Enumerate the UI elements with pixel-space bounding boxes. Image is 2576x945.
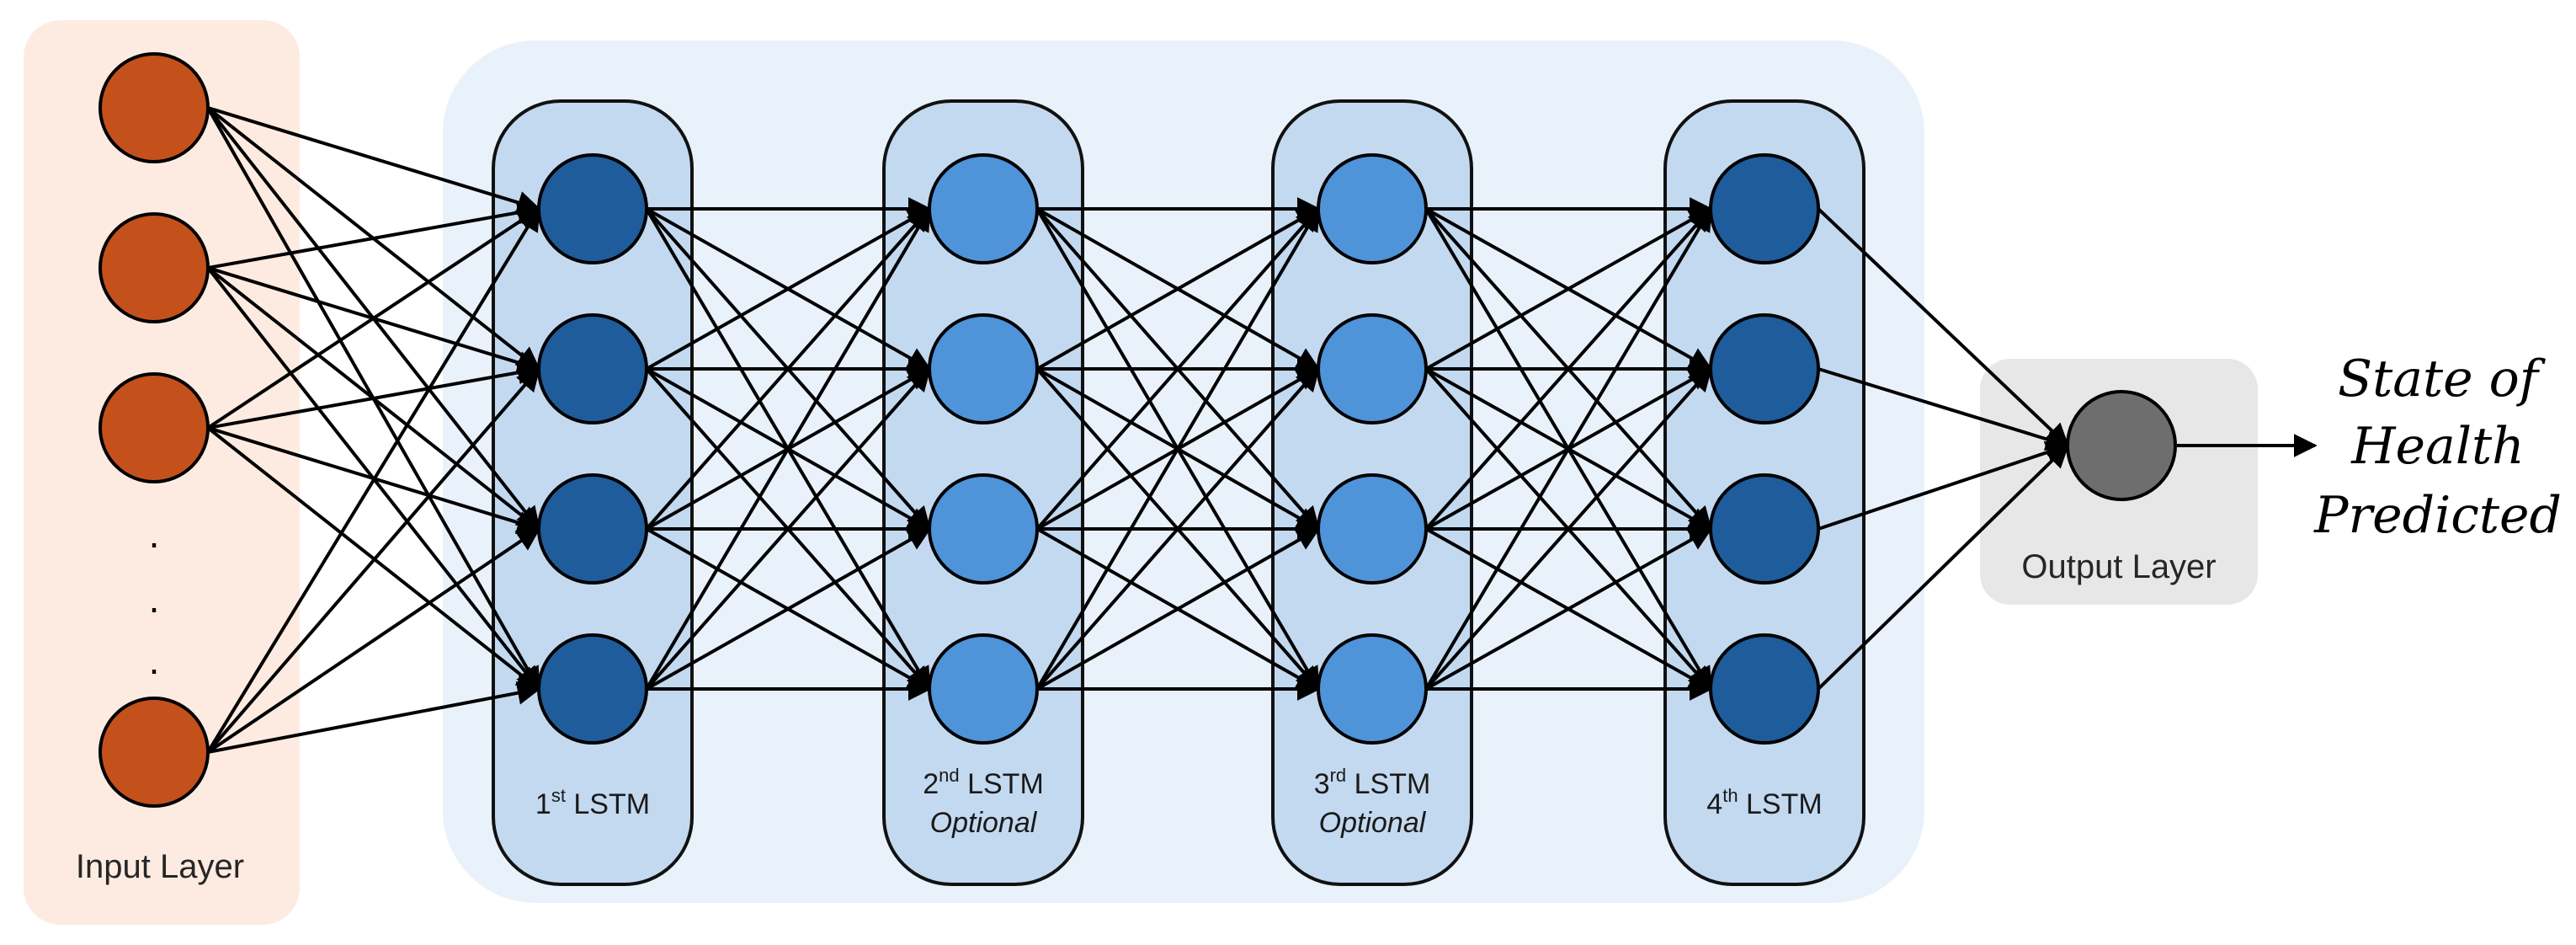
connections [206, 106, 2070, 754]
lstm1-to-lstm2-connection [645, 206, 931, 691]
lstm2-node [928, 473, 1039, 585]
lstm1-label: 1st LSTM [535, 785, 650, 820]
input-node [98, 52, 210, 163]
lstm3-to-lstm4-connection [1425, 207, 1713, 371]
input-to-lstm1-connection [206, 206, 540, 754]
lstm2-to-lstm3-connection [1035, 206, 1320, 531]
lstm2-to-lstm3-connection [1036, 207, 1321, 371]
input-to-lstm1-connection [206, 207, 541, 430]
lstm1-to-lstm2-connection [646, 207, 932, 371]
lstm3-to-lstm4-connection [1424, 206, 1712, 531]
input-node [98, 372, 210, 483]
result-line-1: State of [2338, 350, 2547, 408]
lstm2-node [928, 313, 1039, 424]
input-ellipsis-dot: · [147, 585, 160, 629]
input-node [98, 212, 210, 323]
output-layer-label: Output Layer [2021, 548, 2216, 585]
lstm2-to-lstm3-connection [1036, 527, 1321, 691]
input-to-lstm1-connection [207, 200, 541, 270]
lstm2-label: 2nd LSTM [923, 765, 1044, 800]
lstm3-node [1317, 313, 1428, 424]
input-to-lstm1-connection [207, 360, 541, 430]
lstm4-node [1709, 633, 1820, 745]
lstm2-note: Optional [930, 807, 1038, 839]
input-ellipsis-dot: · [147, 647, 160, 691]
lstm3-label: 3rd LSTM [1314, 765, 1431, 800]
lstm3-note: Optional [1319, 807, 1427, 839]
lstm3-to-lstm4-connection [1425, 527, 1713, 691]
lstm1-to-lstm2-connection [645, 206, 931, 531]
result-line-2: Health [2350, 417, 2525, 476]
nodes [98, 52, 2177, 808]
input-ellipsis-dot: · [147, 521, 160, 564]
input-node [98, 697, 210, 808]
lstm4-to-output-connection [1818, 440, 2070, 531]
lstm4-to-output-connection [1817, 207, 2070, 447]
lstm2-to-lstm3-connection [1035, 206, 1320, 691]
lstm3-node [1317, 153, 1428, 264]
lstm4-node [1709, 153, 1820, 264]
lstm4-node [1709, 313, 1820, 424]
lstm1-to-lstm2-connection [646, 527, 932, 691]
input-to-lstm1-connection [206, 366, 540, 754]
lstm1-node [537, 473, 648, 585]
lstm3-node [1317, 633, 1428, 745]
lstm1-node [537, 313, 648, 424]
input-to-lstm1-connection [207, 681, 541, 754]
lstm4-node [1709, 473, 1820, 585]
lstm3-to-lstm4-connection [1424, 366, 1712, 691]
lstm4-to-output-connection [1817, 444, 2070, 691]
input-layer-label: Input Layer [76, 848, 244, 885]
output-node [2066, 390, 2177, 501]
lstm2-node [928, 633, 1039, 745]
lstm3-node [1317, 473, 1428, 585]
input-to-lstm1-connection [206, 527, 541, 754]
result-line-3: Predicted [2313, 486, 2562, 545]
lstm4-label: 4th LSTM [1706, 785, 1822, 820]
lstm1-to-lstm2-connection [645, 366, 931, 691]
lstm4-to-output-connection [1818, 367, 2070, 451]
lstm3-to-lstm4-connection [1424, 206, 1712, 691]
lstm1-node [537, 153, 648, 264]
lstm2-to-lstm3-connection [1035, 366, 1320, 691]
lstm2-node [928, 153, 1039, 264]
input-to-lstm1-connection [207, 106, 541, 215]
lstm1-node [537, 633, 648, 745]
